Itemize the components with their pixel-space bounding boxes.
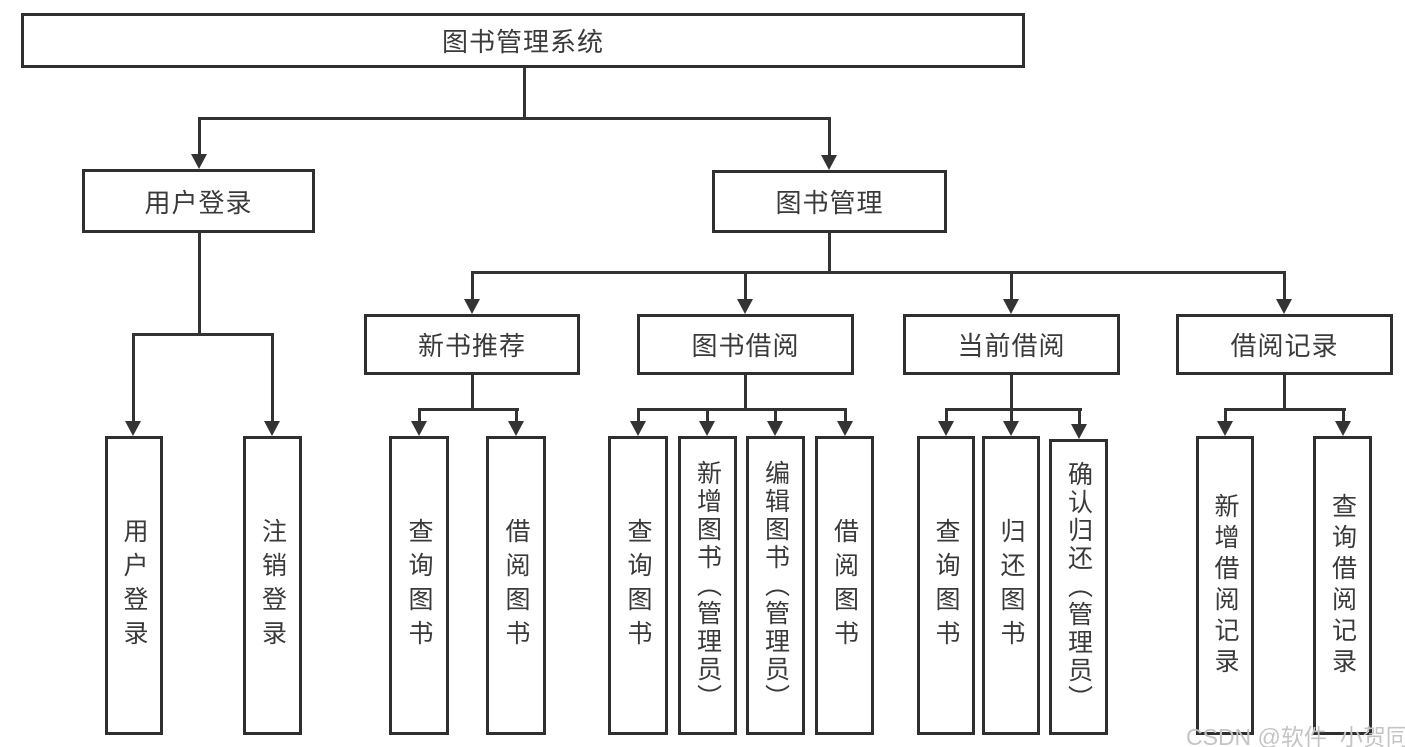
connector-leaf xyxy=(418,408,421,424)
leaf-bookborrow-borrow-label: 借阅图书 xyxy=(830,517,859,654)
leaf-newbook-query-label: 查询图书 xyxy=(405,517,433,654)
connector-leaf xyxy=(1224,408,1227,424)
arrow-down-icon xyxy=(938,421,954,436)
leaf-currentborrow-query: 查询图书 xyxy=(917,436,975,735)
connector-leaf xyxy=(945,408,948,424)
leaf-edit-book-label: 编辑图书（管理员） xyxy=(761,459,790,712)
node-book-borrow-label: 图书借阅 xyxy=(691,331,800,361)
node-borrow-record: 借阅记录 xyxy=(1176,314,1393,375)
leaf-query-record-label: 查询借阅记录 xyxy=(1328,492,1357,679)
connector-borrow-record-stub xyxy=(1283,375,1286,411)
connector-new-book-rail xyxy=(418,408,519,411)
node-new-book-label: 新书推荐 xyxy=(417,331,526,361)
leaf-add-book-label: 新增图书（管理员） xyxy=(693,459,722,712)
arrow-down-icon xyxy=(464,299,480,314)
leaf-return-book: 归还图书 xyxy=(982,436,1040,735)
connector-to-new-book xyxy=(471,271,474,301)
leaf-add-record: 新增借阅记录 xyxy=(1196,436,1254,735)
connector-root-stub xyxy=(523,68,526,118)
leaf-bookborrow-query-label: 查询图书 xyxy=(624,517,652,654)
leaf-bookborrow-borrow: 借阅图书 xyxy=(815,436,874,735)
connector-to-leaf-login xyxy=(132,333,135,422)
connector-to-leaf-logout xyxy=(271,333,274,422)
leaf-add-book: 新增图书（管理员） xyxy=(678,436,737,735)
arrow-down-icon xyxy=(737,299,753,314)
connector-user-login-stub xyxy=(198,233,201,336)
node-current-borrow-label: 当前借阅 xyxy=(957,331,1066,361)
node-current-borrow: 当前借阅 xyxy=(903,314,1120,375)
connector-level2-rail xyxy=(198,117,831,120)
arrow-down-icon xyxy=(508,421,524,436)
connector-leaf xyxy=(637,408,640,424)
arrow-down-icon xyxy=(264,421,280,436)
arrow-down-icon xyxy=(837,421,853,436)
watermark: CSDN @软件_小贺同学 xyxy=(1186,724,1405,747)
leaf-query-record: 查询借阅记录 xyxy=(1313,436,1372,735)
leaf-confirm-return-label: 确认归还（管理员） xyxy=(1064,461,1093,713)
connector-new-book-stub xyxy=(471,375,474,411)
arrow-down-icon xyxy=(1003,299,1019,314)
leaf-newbook-borrow: 借阅图书 xyxy=(486,436,546,735)
node-root-label: 图书管理系统 xyxy=(441,27,604,57)
connector-to-borrow-record xyxy=(1283,271,1286,301)
connector-book-borrow-rail xyxy=(637,408,847,411)
arrow-down-icon xyxy=(1217,421,1233,436)
arrow-down-icon xyxy=(699,421,715,436)
arrow-down-icon xyxy=(767,421,783,436)
connector-user-login-rail xyxy=(132,333,274,336)
leaf-return-book-label: 归还图书 xyxy=(997,517,1025,654)
leaf-newbook-borrow-label: 借阅图书 xyxy=(502,517,530,654)
connector-current-borrow-rail xyxy=(945,408,1082,411)
connector-leaf xyxy=(515,408,518,424)
node-new-book: 新书推荐 xyxy=(364,314,580,375)
arrow-down-icon xyxy=(630,421,646,436)
connector-leaf xyxy=(844,408,847,424)
connector-book-mgmt-stub xyxy=(828,233,831,273)
node-book-mgmt-label: 图书管理 xyxy=(775,188,884,218)
node-user-login: 用户登录 xyxy=(82,169,315,233)
leaf-user-login: 用户登录 xyxy=(105,436,163,735)
arrow-down-icon xyxy=(125,421,141,436)
connector-leaf xyxy=(1078,408,1081,424)
connector-leaf xyxy=(1010,408,1013,424)
node-root: 图书管理系统 xyxy=(21,13,1025,68)
connector-book-borrow-stub xyxy=(744,375,747,411)
connector-borrow-record-rail xyxy=(1224,408,1346,411)
connector-to-book-mgmt xyxy=(828,117,831,157)
connector-leaf xyxy=(1342,408,1345,424)
arrow-down-icon xyxy=(411,421,427,436)
connector-leaf xyxy=(774,408,777,424)
leaf-newbook-query: 查询图书 xyxy=(389,436,449,735)
leaf-bookborrow-query: 查询图书 xyxy=(608,436,668,735)
connector-leaf xyxy=(706,408,709,424)
arrow-down-icon xyxy=(821,155,837,170)
arrow-down-icon xyxy=(1071,424,1087,439)
connector-to-book-borrow xyxy=(744,271,747,301)
leaf-logout: 注销登录 xyxy=(243,436,302,735)
leaf-logout-label: 注销登录 xyxy=(258,517,287,654)
node-borrow-record-label: 借阅记录 xyxy=(1230,331,1339,361)
arrow-down-icon xyxy=(1276,299,1292,314)
arrow-down-icon xyxy=(1335,421,1351,436)
leaf-edit-book: 编辑图书（管理员） xyxy=(746,436,805,735)
leaf-user-login-label: 用户登录 xyxy=(120,517,148,654)
connector-to-current-borrow xyxy=(1010,271,1013,301)
leaf-confirm-return: 确认归还（管理员） xyxy=(1049,439,1108,735)
node-book-borrow: 图书借阅 xyxy=(637,314,854,375)
connector-to-user-login xyxy=(198,117,201,156)
node-book-mgmt: 图书管理 xyxy=(712,170,947,233)
connector-current-borrow-stub xyxy=(1010,375,1013,411)
node-user-login-label: 用户登录 xyxy=(144,187,253,218)
arrow-down-icon xyxy=(1003,421,1019,436)
arrow-down-icon xyxy=(191,154,207,169)
leaf-currentborrow-query-label: 查询图书 xyxy=(932,517,960,654)
leaf-add-record-label: 新增借阅记录 xyxy=(1211,492,1239,679)
connector-level3-rail xyxy=(471,271,1286,274)
